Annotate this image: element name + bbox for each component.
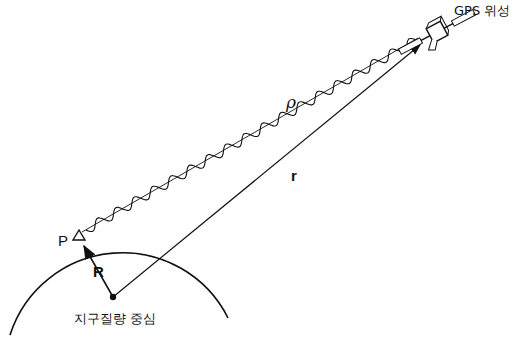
r-vector-satellite: [113, 45, 420, 297]
vector-label: r: [291, 168, 297, 183]
satellite-label: GPS 위성: [454, 4, 510, 17]
range-symbol: ρ: [286, 94, 296, 111]
signal-wave: [86, 38, 416, 231]
r-vector-station: [84, 246, 113, 297]
vector-label: R: [93, 264, 104, 279]
station-triangle: [73, 230, 85, 240]
earth-outline: [10, 253, 228, 335]
station-label: P: [58, 233, 68, 248]
signal-axis: [82, 38, 418, 232]
mass-center-label: 지구질량 중심: [74, 312, 156, 325]
